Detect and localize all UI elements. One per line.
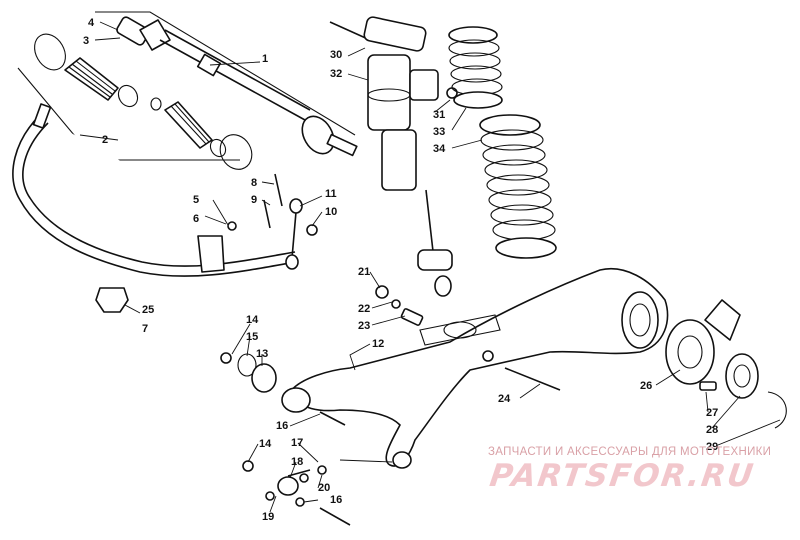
- callout-20: 20: [318, 482, 330, 494]
- callout-26: 26: [640, 380, 652, 392]
- callout-12: 12: [372, 338, 384, 350]
- callout-22: 22: [358, 303, 370, 315]
- callout-10: 10: [325, 206, 337, 218]
- trailing-arm: [281, 267, 669, 469]
- callout-17: 17: [291, 437, 303, 449]
- boot-kit: [34, 33, 253, 170]
- callout-34: 34: [433, 143, 446, 155]
- callout-14-lower: 14: [259, 438, 272, 450]
- callout-27: 27: [706, 407, 718, 419]
- callout-19: 19: [262, 511, 274, 523]
- callout-29: 29: [706, 441, 718, 453]
- callout-labels: 1 2 3 4 5 6 7 8 9 10 11 12 13 14 14 15 1…: [83, 17, 718, 523]
- callout-24: 24: [498, 393, 511, 405]
- stabilizer-link: [227, 173, 318, 270]
- callout-5: 5: [193, 194, 199, 206]
- callout-8: 8: [251, 177, 257, 189]
- callout-25: 25: [142, 304, 154, 316]
- callout-1: 1: [262, 53, 268, 65]
- callout-3: 3: [83, 35, 89, 47]
- callout-31: 31: [433, 109, 445, 121]
- callout-21: 21: [358, 266, 370, 278]
- callout-2: 2: [102, 134, 108, 146]
- watermark-logo: PARTSFOR.RU: [487, 458, 758, 494]
- callout-6: 6: [193, 213, 199, 225]
- callout-18: 18: [291, 456, 303, 468]
- callout-28: 28: [706, 424, 718, 436]
- callout-33: 33: [433, 126, 445, 138]
- watermark-subtitle: ЗАПЧАСТИ И АКСЕССУАРЫ ДЛЯ МОТОТЕХНИКИ: [488, 446, 772, 458]
- callout-30: 30: [330, 49, 342, 61]
- stabilizer-bar: [12, 103, 296, 313]
- callout-13: 13: [256, 348, 268, 360]
- spring-33: [448, 26, 503, 109]
- callout-23: 23: [358, 320, 370, 332]
- callout-7: 7: [142, 323, 148, 335]
- callout-16-upper: 16: [276, 420, 288, 432]
- hub-bearing: [665, 299, 787, 429]
- callout-11: 11: [325, 188, 337, 200]
- callout-14-upper: 14: [246, 314, 259, 326]
- callout-16-lower: 16: [330, 494, 342, 506]
- drive-axle: [116, 16, 358, 157]
- callout-9: 9: [251, 194, 257, 206]
- callout-15: 15: [246, 331, 258, 343]
- shock-absorber: [329, 16, 458, 297]
- leader-lines: [79, 21, 781, 513]
- spring-34: [479, 114, 557, 259]
- callout-32: 32: [330, 68, 342, 80]
- bushings-and-bolts: [220, 285, 561, 526]
- callout-4: 4: [88, 17, 95, 29]
